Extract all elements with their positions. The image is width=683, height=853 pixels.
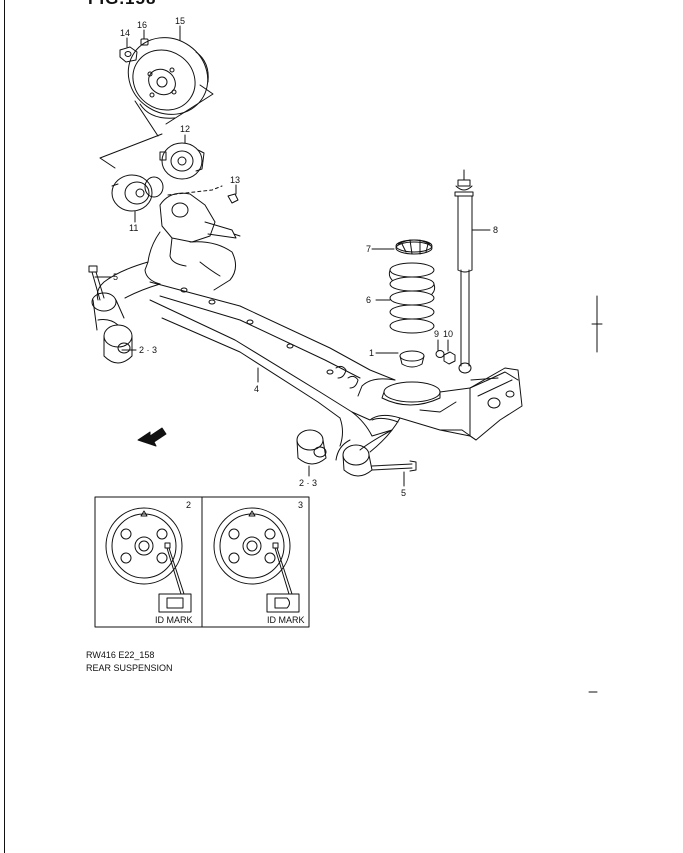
spring-seat-1	[399, 350, 425, 368]
bolt-13	[227, 184, 239, 204]
id-mark-label-right: ID MARK	[267, 615, 305, 625]
coil-spring-6	[388, 262, 436, 334]
callout-13: 13	[230, 175, 240, 185]
callout-2-3-right: 2 · 3	[299, 478, 317, 488]
axle-beam	[91, 231, 523, 461]
callout-16: 16	[137, 20, 147, 30]
brake-drum	[127, 37, 209, 119]
callout-5-right: 5	[401, 488, 406, 498]
figure-title: FIG.158	[88, 0, 156, 9]
callout-9: 9	[434, 329, 439, 339]
callout-14: 14	[120, 28, 130, 38]
bolt-5-right	[371, 460, 417, 472]
callout-1: 1	[369, 348, 374, 358]
inset-number-right: 3	[298, 500, 303, 510]
bolt-16	[140, 29, 149, 46]
callout-7: 7	[366, 244, 371, 254]
washer-9	[435, 350, 445, 358]
page-left-border	[4, 0, 5, 853]
id-mark-label-left: ID MARK	[155, 615, 193, 625]
callout-6: 6	[366, 295, 371, 305]
bushing-left	[97, 319, 133, 364]
bolt-5-left	[88, 265, 105, 301]
callout-2-3-left: 2 · 3	[139, 345, 157, 355]
forward-arrow	[137, 427, 167, 447]
callout-8: 8	[493, 225, 498, 235]
callout-15: 15	[175, 16, 185, 26]
callout-10: 10	[443, 329, 453, 339]
callout-11: 11	[129, 223, 138, 233]
nut-14	[119, 37, 138, 63]
drawing-code: RW416 E22_158	[86, 650, 155, 660]
callout-4: 4	[254, 384, 259, 394]
shock-absorber-8	[454, 169, 474, 374]
hub-bearing-12	[159, 134, 205, 180]
knuckle	[159, 192, 241, 243]
hub-11	[111, 174, 164, 223]
callout-12: 12	[180, 124, 190, 134]
bushing-right	[296, 429, 373, 477]
spring-seat-7	[395, 239, 433, 255]
figure-caption: REAR SUSPENSION	[86, 663, 173, 673]
nut-10	[443, 351, 456, 365]
inset-number-left: 2	[186, 500, 191, 510]
callout-5-left: 5	[113, 272, 118, 282]
bushing-id-inset	[94, 496, 310, 628]
